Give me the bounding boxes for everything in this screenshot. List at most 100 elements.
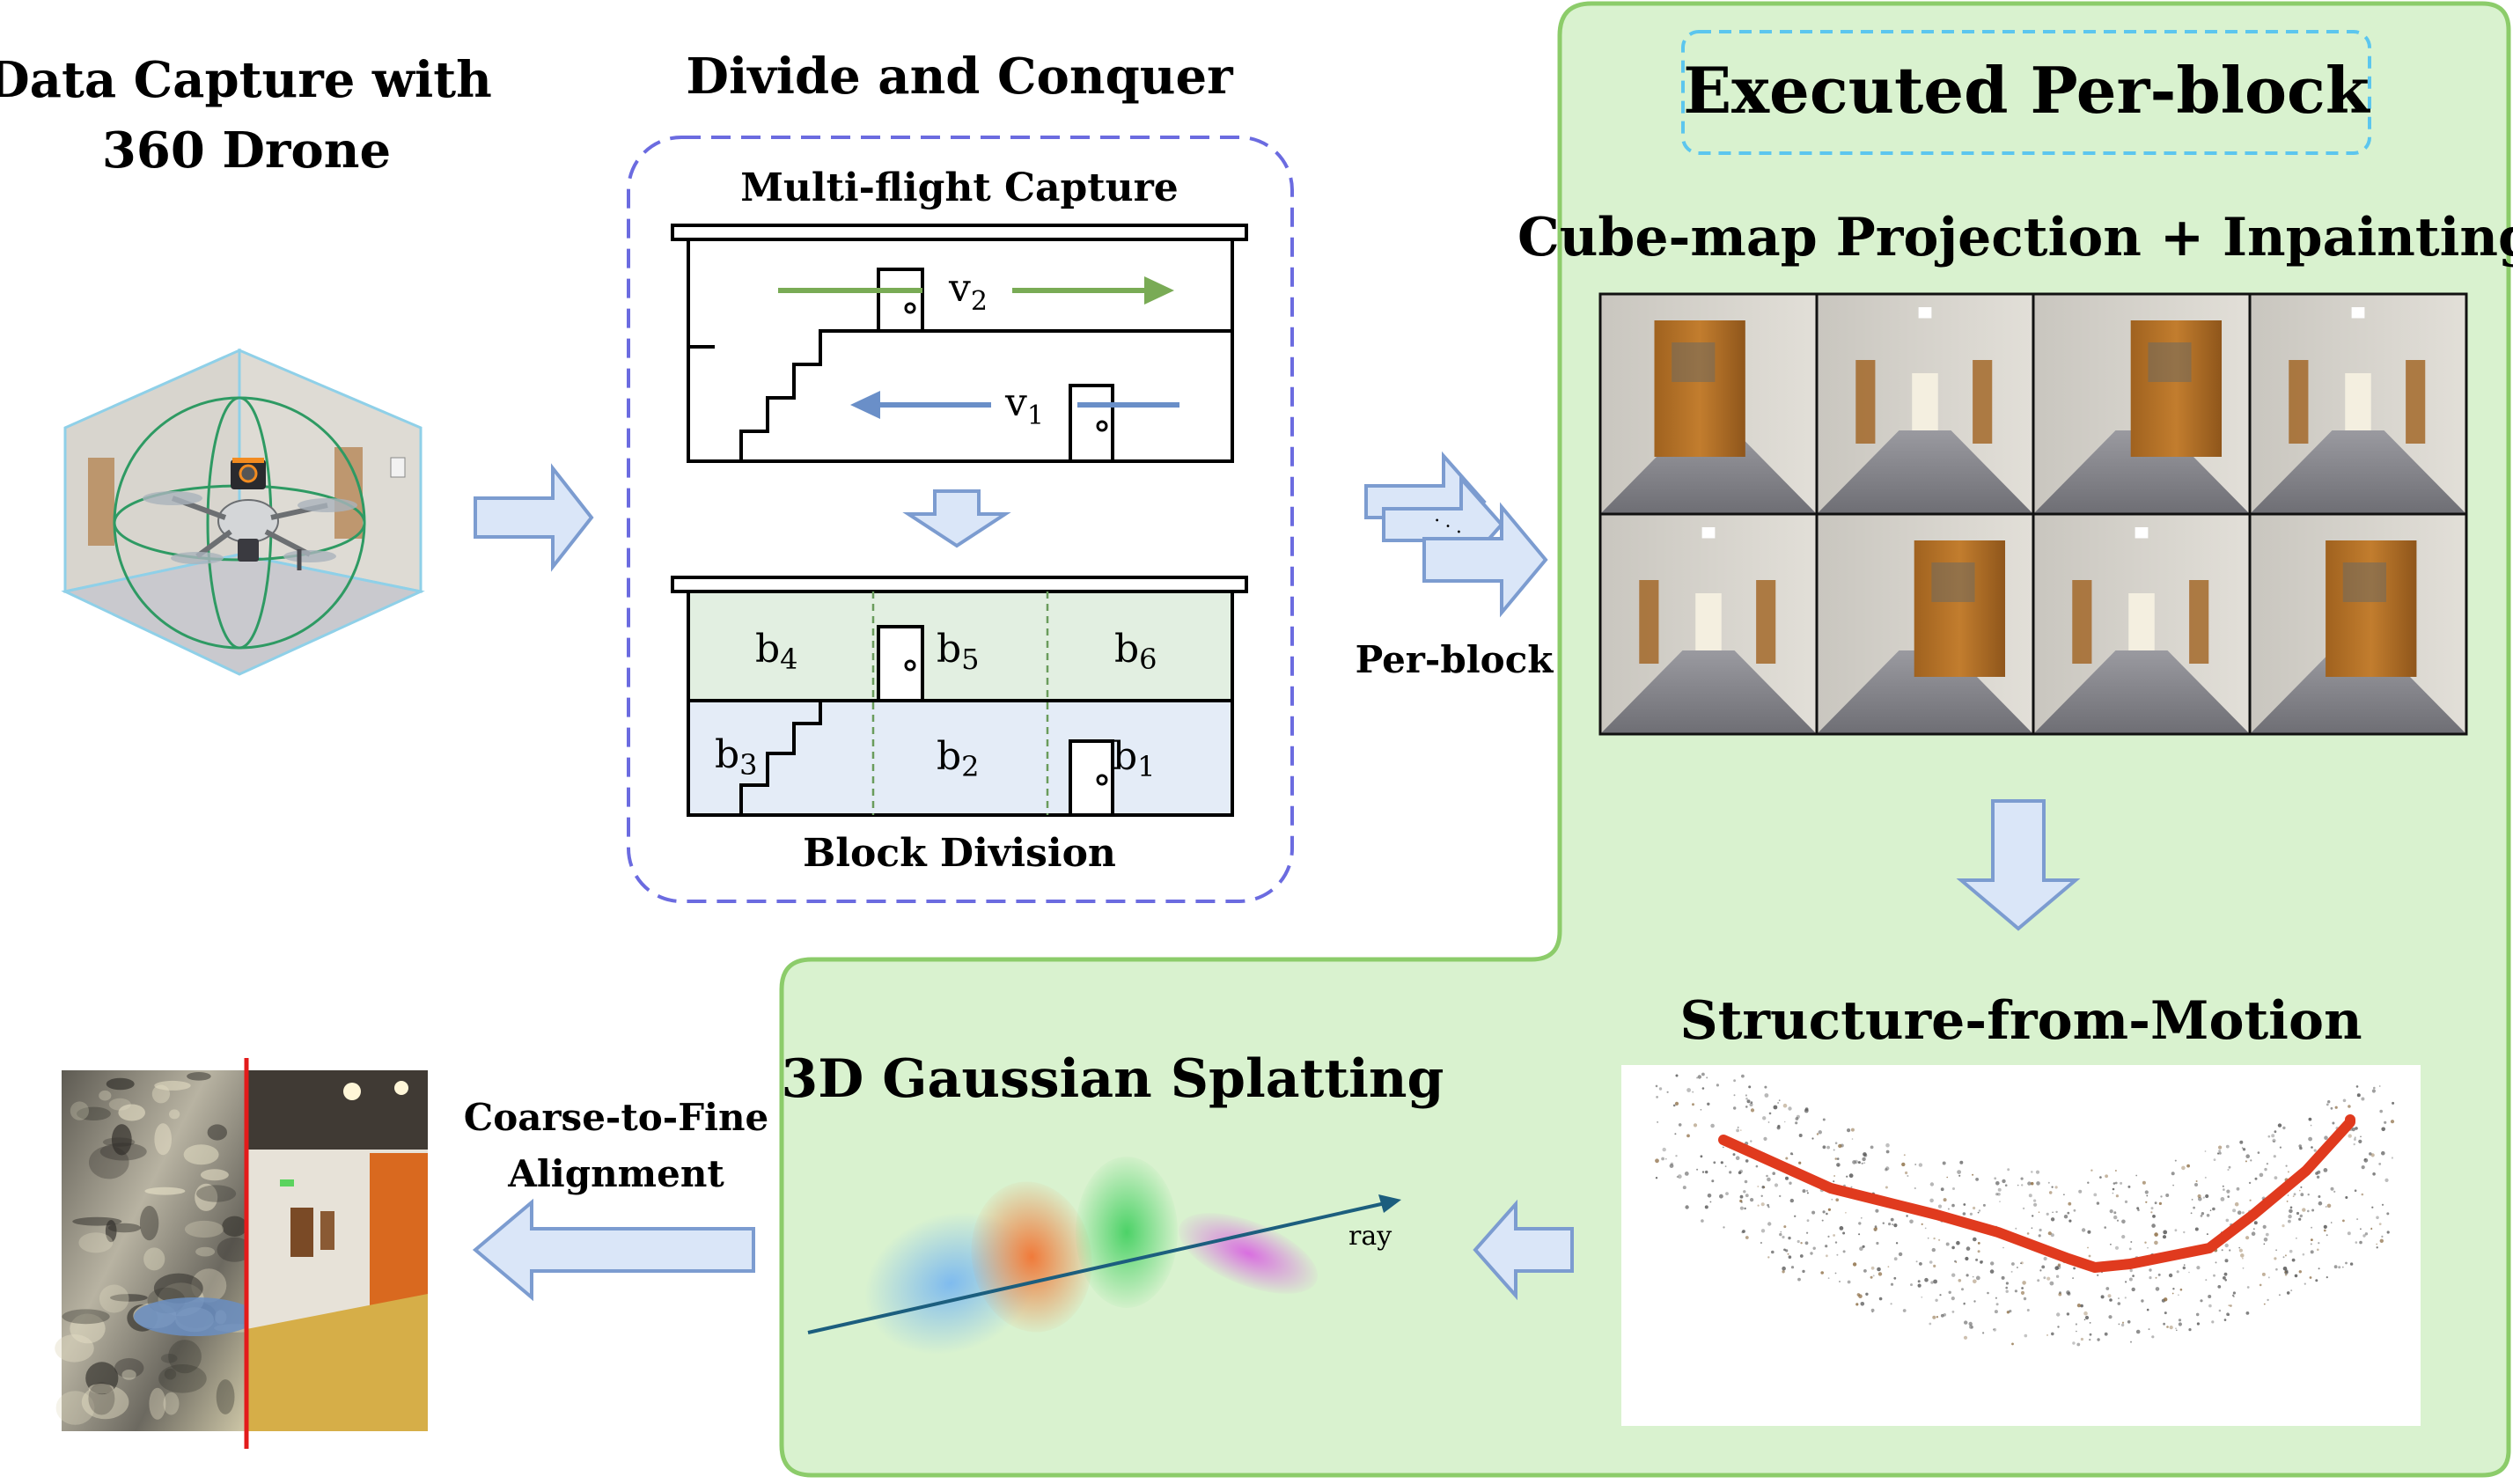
sfm-point: [1977, 1211, 1980, 1214]
sfm-point: [2378, 1223, 2382, 1225]
sfm-point: [1697, 1075, 1702, 1079]
sfm-point: [1768, 1112, 1772, 1115]
sfm-point: [1764, 1093, 1769, 1098]
texture-blob: [149, 1387, 166, 1420]
texture-blob: [89, 1146, 129, 1179]
sfm-point: [1802, 1189, 1806, 1194]
sfm-point: [1946, 1176, 1948, 1179]
sfm-point: [2023, 1297, 2027, 1301]
per-block-arrows: · · ·: [1364, 451, 1548, 618]
sfm-point: [2005, 1289, 2009, 1293]
sfm-point: [2172, 1288, 2175, 1290]
sfm-point: [1696, 1168, 1699, 1171]
sfm-point: [2209, 1209, 2212, 1211]
sfm-point: [2087, 1181, 2090, 1184]
sfm-point: [1909, 1219, 1914, 1224]
sfm-point: [1782, 1270, 1785, 1274]
sfm-point: [1860, 1216, 1863, 1219]
sfm-point: [1764, 1085, 1767, 1089]
sfm-point: [2279, 1146, 2282, 1149]
sfm-point: [2115, 1194, 2119, 1198]
sfm-point: [2022, 1207, 2025, 1210]
sfm-point: [1745, 1106, 1748, 1108]
sfm-point: [2154, 1201, 2157, 1205]
sfm-point: [1744, 1207, 1746, 1210]
sfm-point: [2326, 1203, 2332, 1209]
sfm-point: [2228, 1304, 2230, 1306]
sfm-point: [2238, 1246, 2241, 1249]
sfm-point: [1741, 1231, 1745, 1234]
sfm-point: [1955, 1261, 1958, 1263]
block-b1-label: b1: [1113, 734, 1156, 783]
sfm-point: [2118, 1323, 2120, 1326]
sfm-point: [2112, 1187, 2115, 1191]
texture-blob: [158, 1364, 207, 1393]
sfm-point: [1847, 1280, 1851, 1284]
sfm-point: [2218, 1145, 2223, 1150]
sfm-point: [2330, 1186, 2334, 1191]
cube-map-tile: [1815, 512, 2035, 736]
sfm-point: [2026, 1309, 2030, 1311]
sfm-point: [1966, 1246, 1971, 1251]
sfm-point: [1662, 1147, 1666, 1152]
sfm-point: [1833, 1149, 1835, 1151]
sfm-point: [2200, 1215, 2203, 1217]
executed-title: Executed Per-block: [1683, 53, 2371, 128]
sfm-point: [1757, 1186, 1760, 1187]
sfm-point: [1821, 1219, 1824, 1222]
sfm-point: [1935, 1298, 1938, 1303]
sfm-point: [2038, 1234, 2041, 1238]
sfm-point: [2087, 1230, 2091, 1234]
sfm-point: [2273, 1140, 2275, 1142]
texture-blob: [183, 1144, 219, 1165]
sfm-point: [2299, 1146, 2303, 1150]
sfm-point: [2299, 1189, 2301, 1192]
sfm-point: [2384, 1120, 2387, 1124]
sfm-point: [1939, 1294, 1942, 1297]
sfm-point: [2151, 1335, 2155, 1339]
sfm-point: [1804, 1108, 1809, 1113]
sfm-point: [1772, 1172, 1775, 1175]
sfm-point: [1677, 1174, 1682, 1179]
texture-blob: [118, 1104, 145, 1121]
sfm-point: [2171, 1172, 2175, 1176]
sfm-point: [2318, 1195, 2321, 1198]
sfm-point: [1804, 1241, 1809, 1245]
sfm-point: [1806, 1219, 1810, 1223]
sfm-point: [2318, 1201, 2323, 1206]
texture-blob: [184, 1220, 224, 1238]
sfm-point: [1787, 1253, 1789, 1255]
sfm-point: [2224, 1279, 2227, 1282]
sfm-point: [1917, 1283, 1921, 1288]
sfm-point: [2291, 1258, 2296, 1262]
sfm-point: [2342, 1098, 2347, 1103]
sfm-point: [1940, 1187, 1944, 1192]
sfm-point: [2311, 1209, 2315, 1212]
sfm-point: [2001, 1275, 2005, 1280]
sfm-point: [1963, 1303, 1966, 1305]
sfm-point: [1836, 1157, 1840, 1160]
sfm-point: [1797, 1239, 1800, 1244]
sfm-point: [2137, 1209, 2140, 1212]
sfm-point: [1961, 1288, 1964, 1291]
sfm-point: [2212, 1207, 2215, 1211]
sfm-point: [1785, 1176, 1789, 1180]
sfm-point: [2166, 1326, 2169, 1328]
sfm-point: [1893, 1223, 1898, 1228]
sfm-point: [2307, 1194, 2310, 1196]
sfm-point: [2391, 1157, 2393, 1159]
sfm-point: [1862, 1245, 1865, 1248]
sfm-point: [1701, 1219, 1704, 1223]
sfm-point: [2296, 1211, 2300, 1216]
sfm-point: [1938, 1238, 1941, 1241]
sfm-point: [2326, 1103, 2329, 1106]
sfm-point: [2135, 1174, 2138, 1177]
sfm-point: [1977, 1242, 1980, 1245]
block-b5-label: b5: [937, 627, 980, 676]
right-arrow-icon: [474, 463, 594, 572]
sfm-point: [1799, 1254, 1804, 1258]
sfm-point: [2263, 1303, 2266, 1305]
sfm-point: [2300, 1186, 2303, 1188]
sfm-point: [2158, 1201, 2162, 1205]
sfm-point: [1763, 1136, 1767, 1141]
